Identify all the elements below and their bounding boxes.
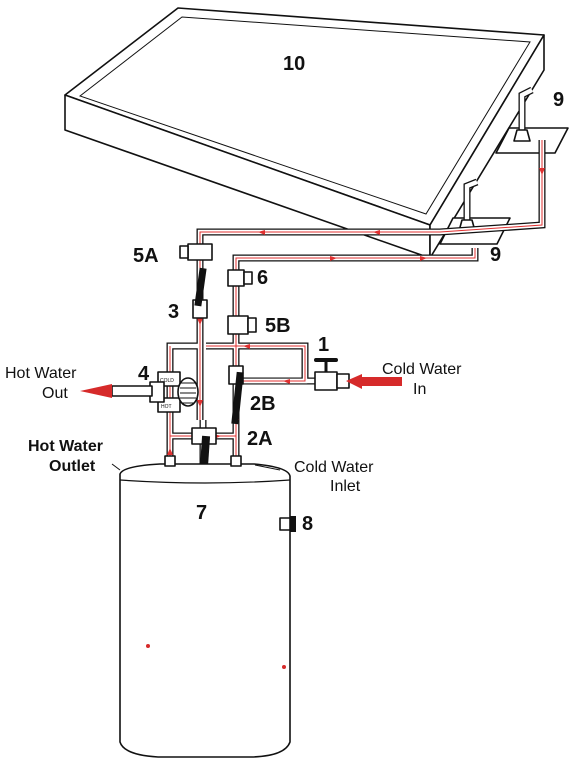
cold-water-in-arrow xyxy=(346,374,402,389)
valve-5a xyxy=(179,243,213,261)
valve-2b xyxy=(228,365,244,425)
tank-number: 7 xyxy=(196,502,207,524)
collector-inlet-mount-number: 9 xyxy=(490,244,501,266)
valve-1 xyxy=(314,358,350,391)
valve-6-number: 6 xyxy=(257,267,268,289)
valve-3 xyxy=(192,267,208,319)
cold-water-in-label-line2: In xyxy=(413,381,426,398)
water-tank xyxy=(119,455,291,758)
valve-4-number: 4 xyxy=(138,363,150,385)
valve-5a-number: 5A xyxy=(133,245,159,267)
mixing-valve-hot-text: HOT xyxy=(161,404,172,410)
cold-water-in-label-line1: Cold Water xyxy=(382,361,462,378)
hot-water-outlet-label-line2: Outlet xyxy=(49,458,96,475)
hot-water-out-pipe xyxy=(80,384,153,398)
mixing-valve-cold-text: COLD xyxy=(160,378,174,384)
valve-5b-number: 5B xyxy=(265,315,291,337)
collector-mount-outlet xyxy=(495,86,569,154)
hot-water-outlet-label-line1: Hot Water xyxy=(28,438,103,455)
collector-outlet-mount-number: 9 xyxy=(553,89,564,111)
tank-fitting-8 xyxy=(279,516,296,532)
hot-water-out-label-line2: Out xyxy=(42,385,68,402)
mixing-valve-4: COLD HOT xyxy=(149,371,199,413)
solar-collector xyxy=(64,7,545,259)
collector-number: 10 xyxy=(283,53,305,75)
cold-water-inlet-label-line1: Cold Water xyxy=(294,459,374,476)
hot-water-out-label-line1: Hot Water xyxy=(5,365,77,382)
valve-3-number: 3 xyxy=(168,301,179,323)
valve-2a-number: 2A xyxy=(247,428,273,450)
valve-6 xyxy=(227,269,253,287)
valve-1-number: 1 xyxy=(318,334,329,356)
cold-water-inlet-label-line2: Inlet xyxy=(330,478,361,495)
tank-fitting-number: 8 xyxy=(302,513,313,535)
valve-2b-number: 2B xyxy=(250,393,276,415)
valve-5b xyxy=(227,315,257,335)
